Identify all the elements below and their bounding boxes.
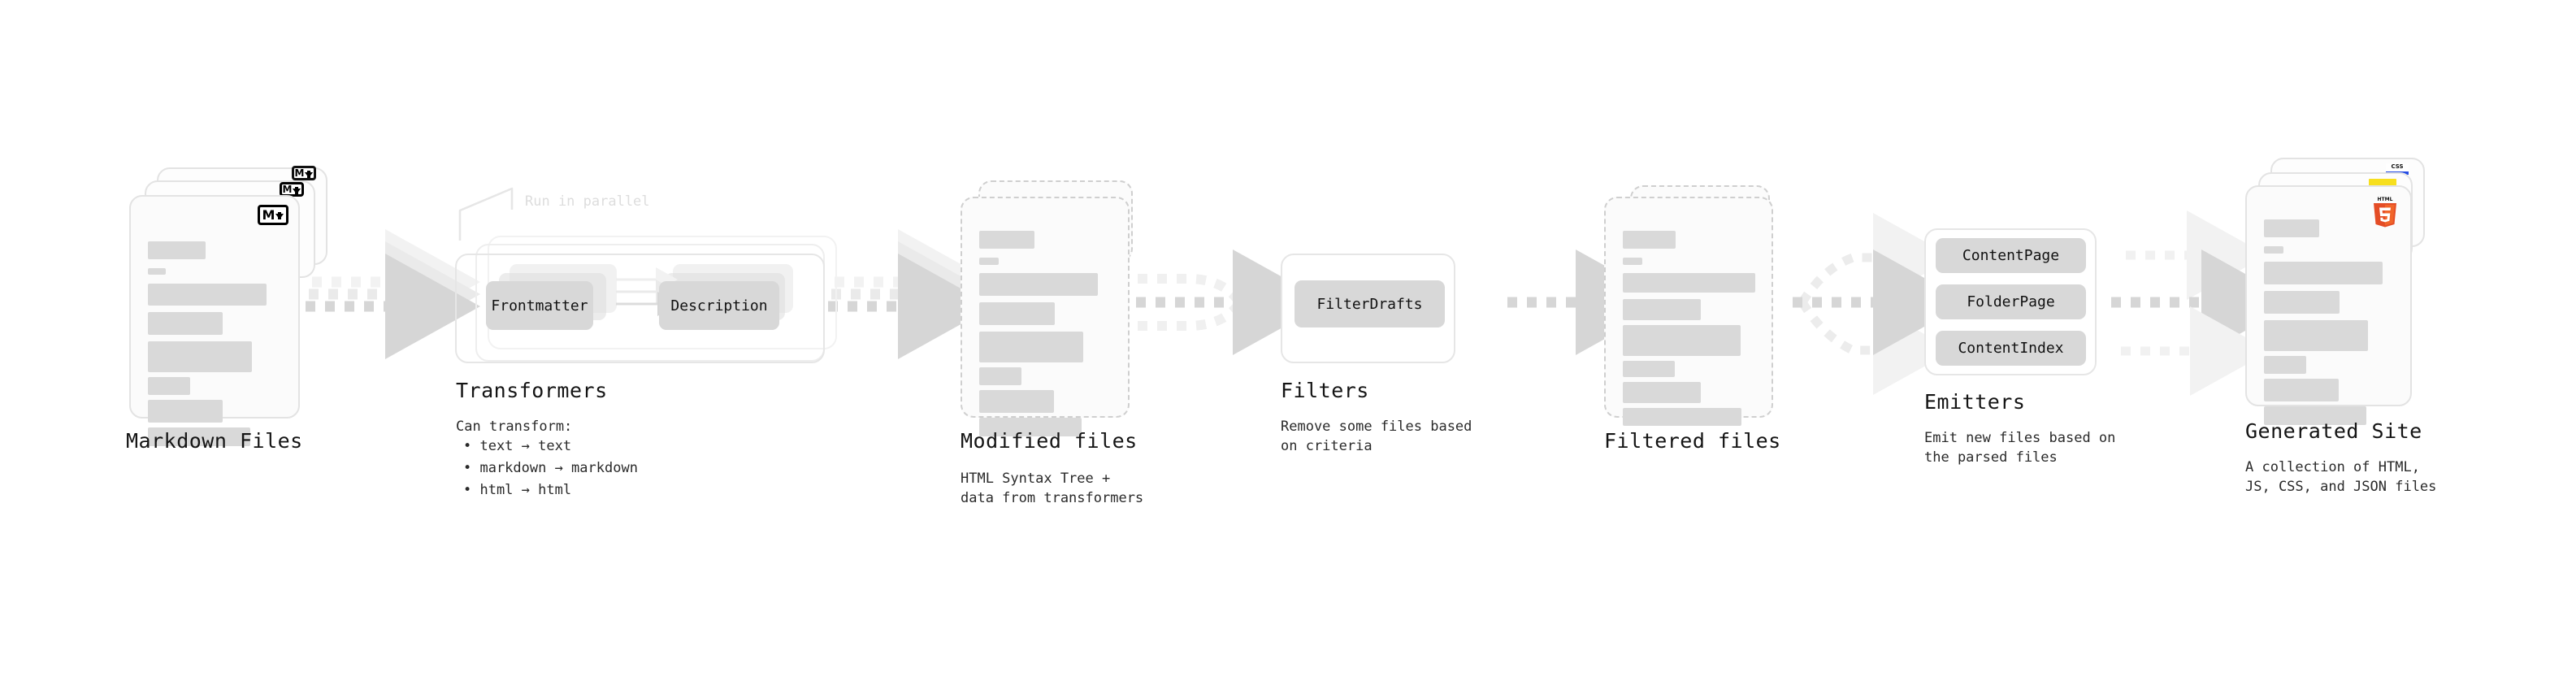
arrow-transformers-to-modified — [828, 229, 993, 359]
skeleton-line — [148, 268, 166, 275]
stage-desc-modified-files: HTML Syntax Tree + data from transformer… — [961, 471, 1144, 506]
skeleton-line — [979, 418, 1082, 436]
transformer-bullet-0: • text → text — [463, 438, 572, 454]
stage-title-filtered-files: Filtered files — [1604, 429, 1781, 453]
skeleton-line — [979, 231, 1034, 249]
markdown-letter: M — [282, 184, 293, 195]
skeleton-line — [979, 367, 1021, 385]
arrow-filtered-to-emitters — [1793, 213, 1968, 395]
stage-title-emitters: Emitters — [1924, 390, 2026, 414]
stage-title-generated-site: Generated Site — [2245, 419, 2422, 443]
skeleton-line — [1623, 258, 1642, 265]
markdown-arrow-glyph — [275, 212, 284, 219]
transformer-bullet-1: • markdown → markdown — [463, 460, 638, 476]
markdown-arrow-glyph — [293, 186, 301, 194]
html5-icon: HTML — [2374, 197, 2396, 228]
skeleton-line — [1623, 231, 1676, 249]
stage-title-transformers: Transformers — [456, 379, 608, 402]
markdown-card-front: M — [129, 195, 300, 446]
filtered-card-front — [1604, 197, 1773, 426]
stage-title-filters: Filters — [1281, 379, 1369, 402]
skeleton-line — [2264, 406, 2366, 425]
markdown-letter: M — [262, 206, 275, 223]
emitter-node-contentpage[interactable]: ContentPage — [1936, 238, 2086, 273]
skeleton-line — [148, 284, 267, 306]
skeleton-line — [148, 341, 252, 372]
skeleton-line — [148, 400, 223, 423]
skeleton-line — [2264, 262, 2383, 284]
stage-desc-transformers: Can transform: — [456, 419, 573, 435]
skeleton-line — [979, 273, 1098, 296]
skeleton-line — [1623, 382, 1701, 403]
markdown-badge-icon: M — [258, 205, 288, 225]
arrow-emitters-to-site — [2111, 210, 2296, 396]
transformer-node-label: Frontmatter — [491, 297, 588, 314]
stage-desc-generated-site: A collection of HTML, JS, CSS, and JSON … — [2245, 459, 2437, 495]
stage-desc-emitters: Emit new files based on the parsed files — [1924, 430, 2116, 466]
emitter-node-label: ContentPage — [1962, 247, 2060, 264]
run-in-parallel-bracket — [458, 187, 514, 241]
stage-title-modified-files: Modified files — [961, 429, 1138, 453]
stage-desc-filters: Remove some files based on criteria — [1281, 419, 1472, 454]
skeleton-line — [979, 302, 1055, 325]
skeleton-line — [2264, 320, 2368, 351]
transformer-node-description[interactable]: Description — [659, 281, 779, 330]
skeleton-line — [1623, 408, 1741, 426]
skeleton-line — [2264, 291, 2340, 314]
skeleton-line — [148, 241, 206, 259]
filter-node-filterdrafts[interactable]: FilterDrafts — [1295, 280, 1445, 327]
emitter-node-label: ContentIndex — [1958, 340, 2064, 357]
stage-title-markdown-files: Markdown Files — [126, 429, 303, 453]
svg-text:HTML: HTML — [2378, 197, 2393, 202]
transformer-node-frontmatter[interactable]: Frontmatter — [486, 281, 593, 330]
arrow-modified-to-filters — [1136, 249, 1328, 355]
transformer-bullet-2: • html → html — [463, 482, 572, 498]
skeleton-line — [148, 312, 223, 335]
skeleton-line — [148, 377, 190, 395]
skeleton-line — [2264, 379, 2339, 401]
arrow-markdown-to-transformers — [306, 229, 480, 359]
skeleton-line — [979, 258, 999, 265]
generated-card-front: HTML — [2245, 185, 2412, 425]
skeleton-line — [2264, 356, 2306, 374]
skeleton-line — [1623, 273, 1755, 293]
emitter-node-label: FolderPage — [1967, 293, 2055, 310]
skeleton-line — [1623, 325, 1741, 356]
markdown-badge-icon: M — [292, 166, 316, 180]
skeleton-line — [979, 390, 1054, 413]
skeleton-line — [2264, 246, 2283, 254]
transformer-group-front — [455, 254, 825, 363]
transformer-node-label: Description — [670, 297, 768, 314]
skeleton-line — [979, 332, 1083, 362]
skeleton-line — [1623, 299, 1701, 320]
markdown-letter: M — [294, 167, 305, 179]
run-in-parallel-label: Run in parallel — [525, 193, 650, 210]
markdown-arrow-glyph — [305, 170, 314, 178]
emitter-node-contentindex[interactable]: ContentIndex — [1936, 331, 2086, 366]
modified-card-front — [961, 197, 1130, 436]
emitter-node-folderpage[interactable]: FolderPage — [1936, 284, 2086, 319]
skeleton-line — [148, 427, 250, 446]
skeleton-line — [1623, 361, 1675, 377]
skeleton-line — [2264, 219, 2319, 237]
filter-node-label: FilterDrafts — [1316, 295, 1423, 313]
css-label: CSS — [2391, 163, 2404, 170]
